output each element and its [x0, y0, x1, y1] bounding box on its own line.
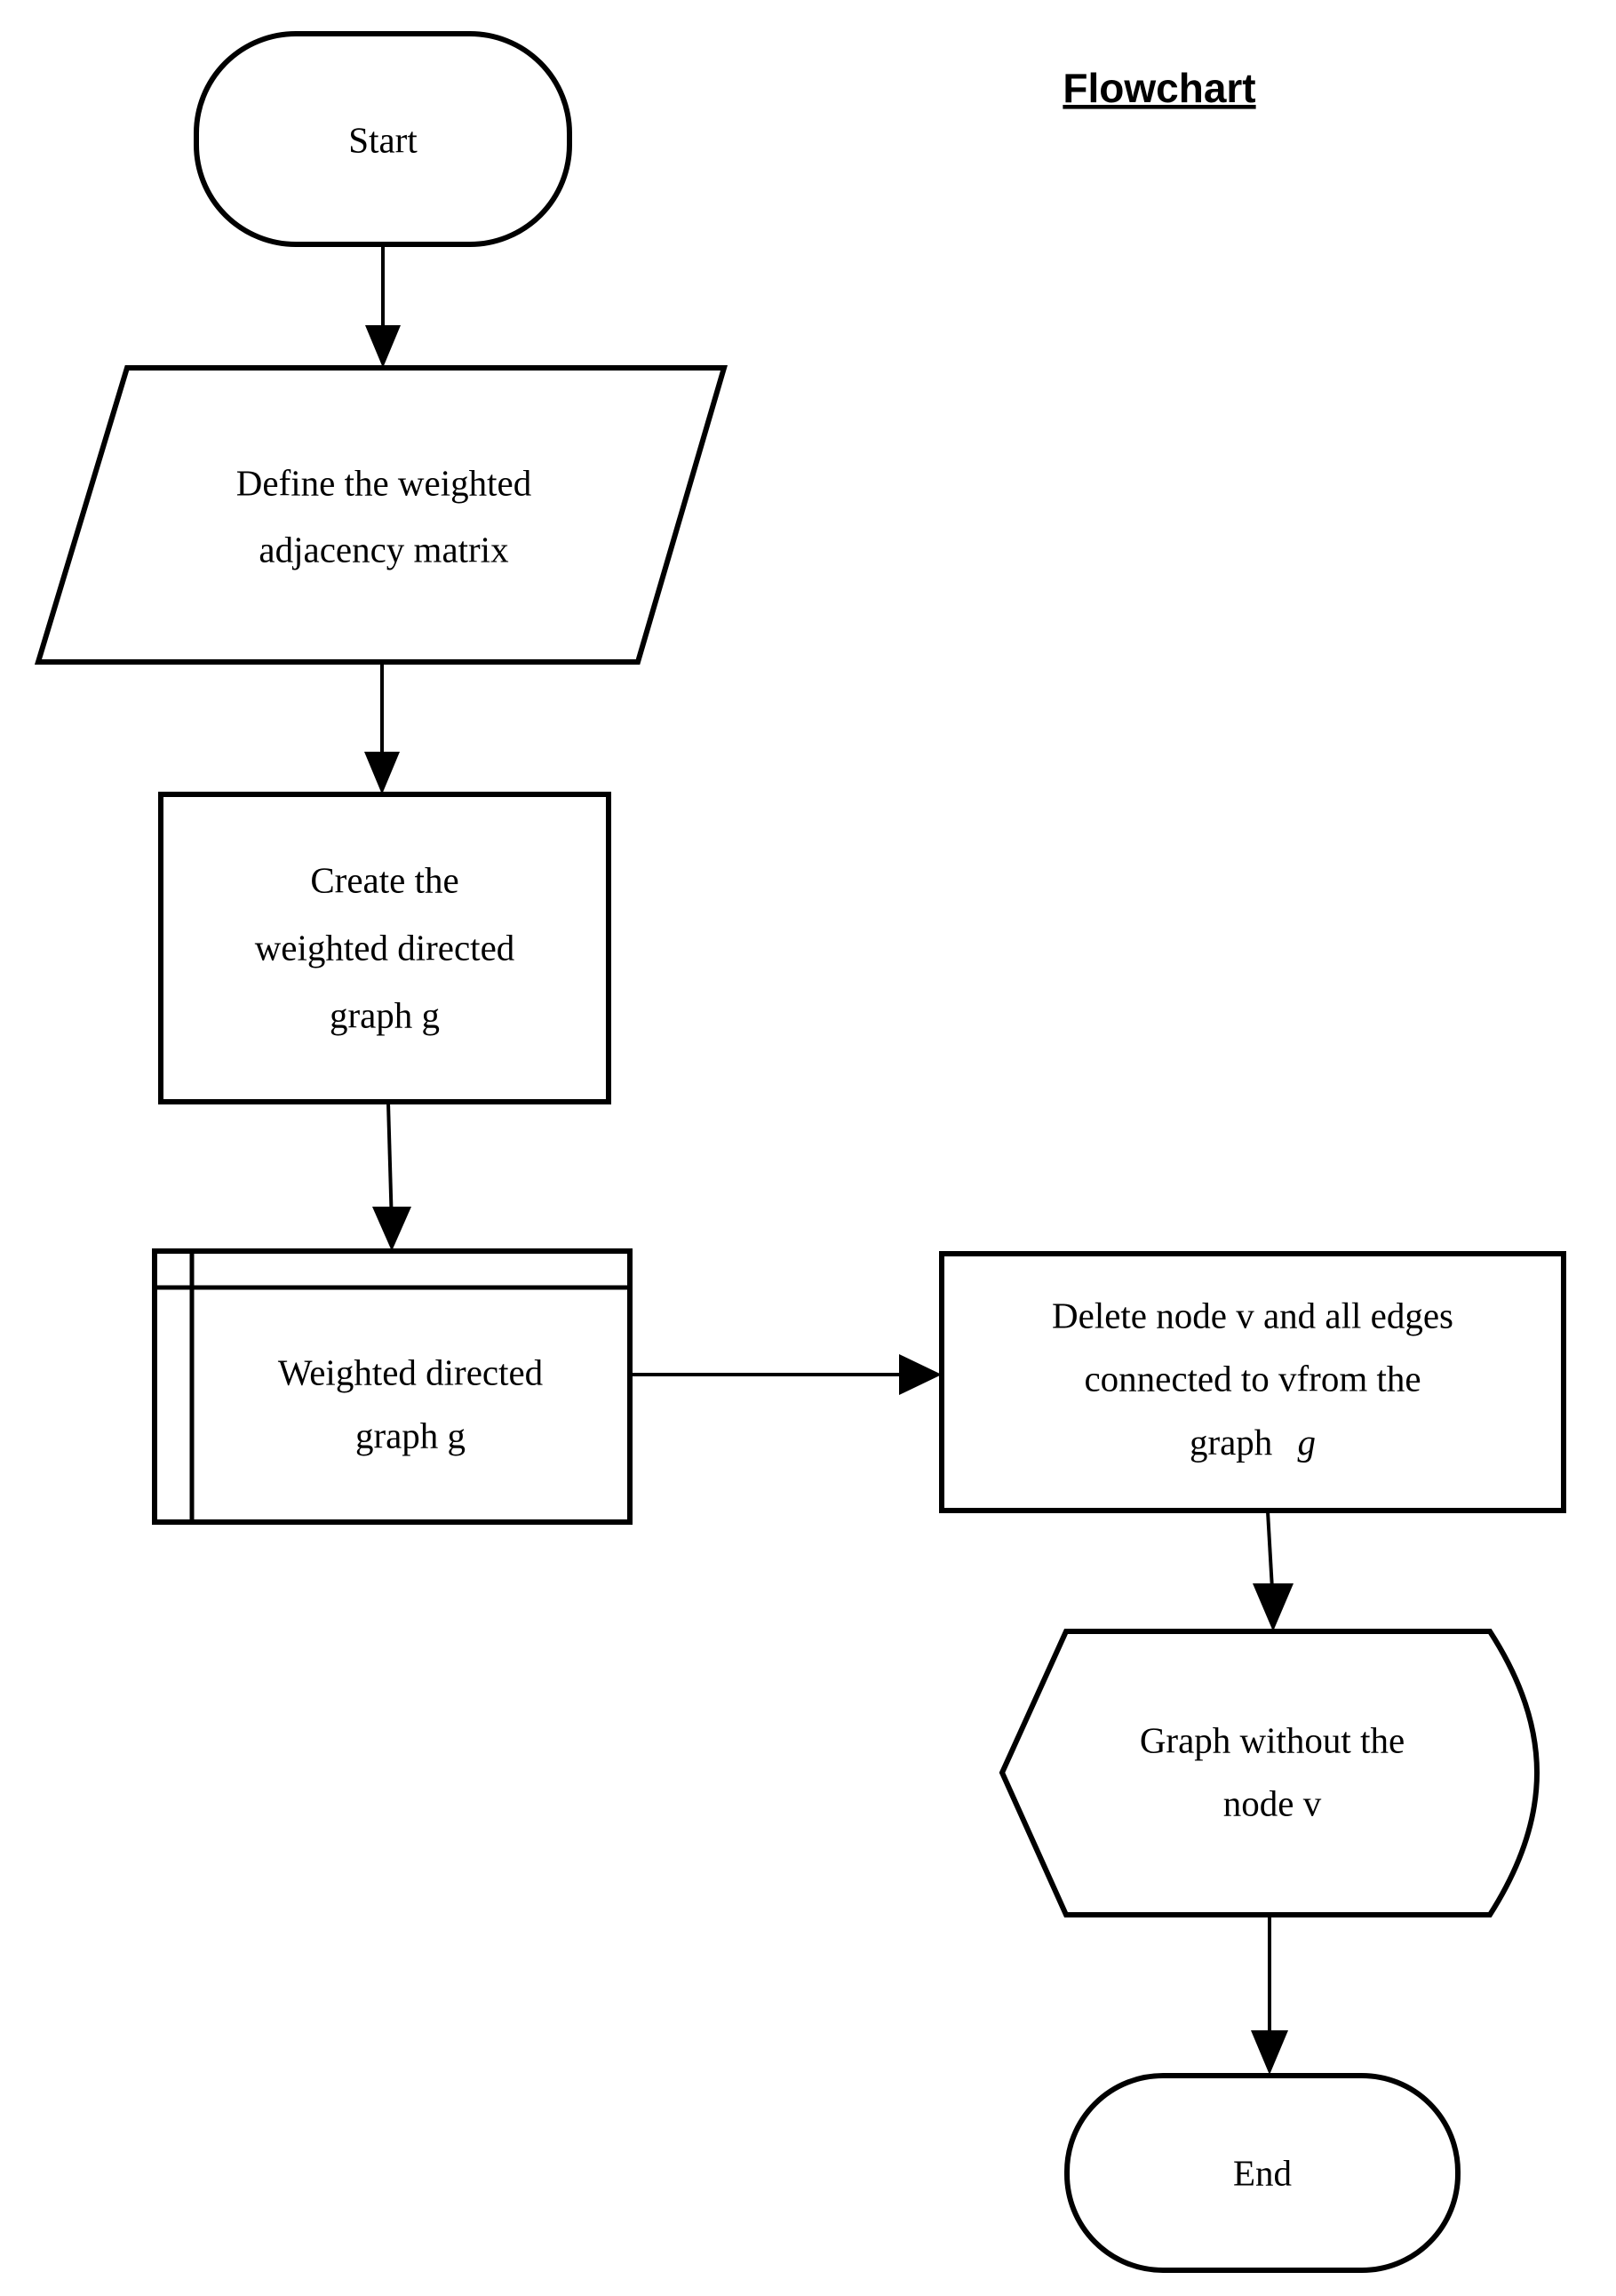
weighted-graph-data-label-line1: Weighted directed — [278, 1351, 543, 1392]
create-graph-shape — [158, 792, 611, 1104]
delete-node-shape — [939, 1251, 1566, 1513]
edge-start-define-arrowhead — [365, 325, 401, 368]
create-graph-label-line3: graph g — [330, 994, 440, 1035]
weighted-graph-data-label-line2: graph g — [355, 1415, 466, 1455]
edge-graphwithout-end — [1251, 1916, 1288, 2075]
end-label: End — [1233, 2152, 1292, 2193]
node-graph-without-node[interactable]: Graph without the node v — [999, 1629, 1540, 1917]
node-delete-node[interactable]: Delete node v and all edges connected to… — [939, 1251, 1566, 1513]
edge-data-delete-arrowhead — [899, 1354, 942, 1395]
node-start[interactable]: Start — [194, 31, 572, 247]
graph-without-node-label-line2: node v — [1223, 1782, 1322, 1823]
edge-define-create-arrowhead — [364, 752, 400, 794]
edge-graphwithout-end-arrowhead — [1251, 2030, 1288, 2075]
weighted-graph-data-shape — [152, 1248, 633, 1525]
create-graph-label-line1: Create the — [310, 859, 458, 900]
node-weighted-graph-data[interactable]: Weighted directed graph g — [152, 1248, 633, 1525]
delete-node-label-line1: Delete node v and all edges — [1052, 1295, 1453, 1335]
create-graph-label-line2: weighted directed — [255, 927, 515, 968]
delete-node-label-line3-italic: g — [1298, 1422, 1317, 1463]
graph-without-node-label-line1: Graph without the — [1140, 1719, 1405, 1760]
edge-create-data — [372, 1102, 411, 1251]
start-shape — [194, 31, 572, 247]
edge-delete-graphwithout-arrowhead — [1253, 1583, 1294, 1631]
end-shape — [1064, 2073, 1461, 2273]
node-create-graph[interactable]: Create the weighted directed graph g — [158, 792, 611, 1104]
define-matrix-label-line1: Define the weighted — [236, 462, 531, 503]
edge-delete-graphwithout — [1253, 1511, 1294, 1631]
node-define-matrix[interactable]: Define the weighted adjacency matrix — [34, 365, 728, 665]
edge-define-create — [364, 663, 400, 794]
edge-create-data-line — [386, 1102, 394, 1227]
graph-without-node-shape — [999, 1629, 1540, 1917]
delete-node-label-line3: graph g — [1190, 1422, 1316, 1463]
node-end[interactable]: End — [1064, 2073, 1461, 2273]
start-label: Start — [348, 119, 418, 160]
edge-data-delete — [630, 1354, 942, 1395]
define-matrix-label-line2: adjacency matrix — [259, 529, 508, 570]
define-matrix-shape — [34, 365, 728, 665]
edge-start-define — [365, 247, 401, 368]
edge-create-data-arrowhead — [372, 1207, 411, 1251]
delete-node-label-line2: connected to vfrom the — [1084, 1358, 1421, 1399]
delete-node-label-line3-plain: graph — [1190, 1422, 1272, 1463]
page-title: Flowchart — [1063, 65, 1255, 111]
